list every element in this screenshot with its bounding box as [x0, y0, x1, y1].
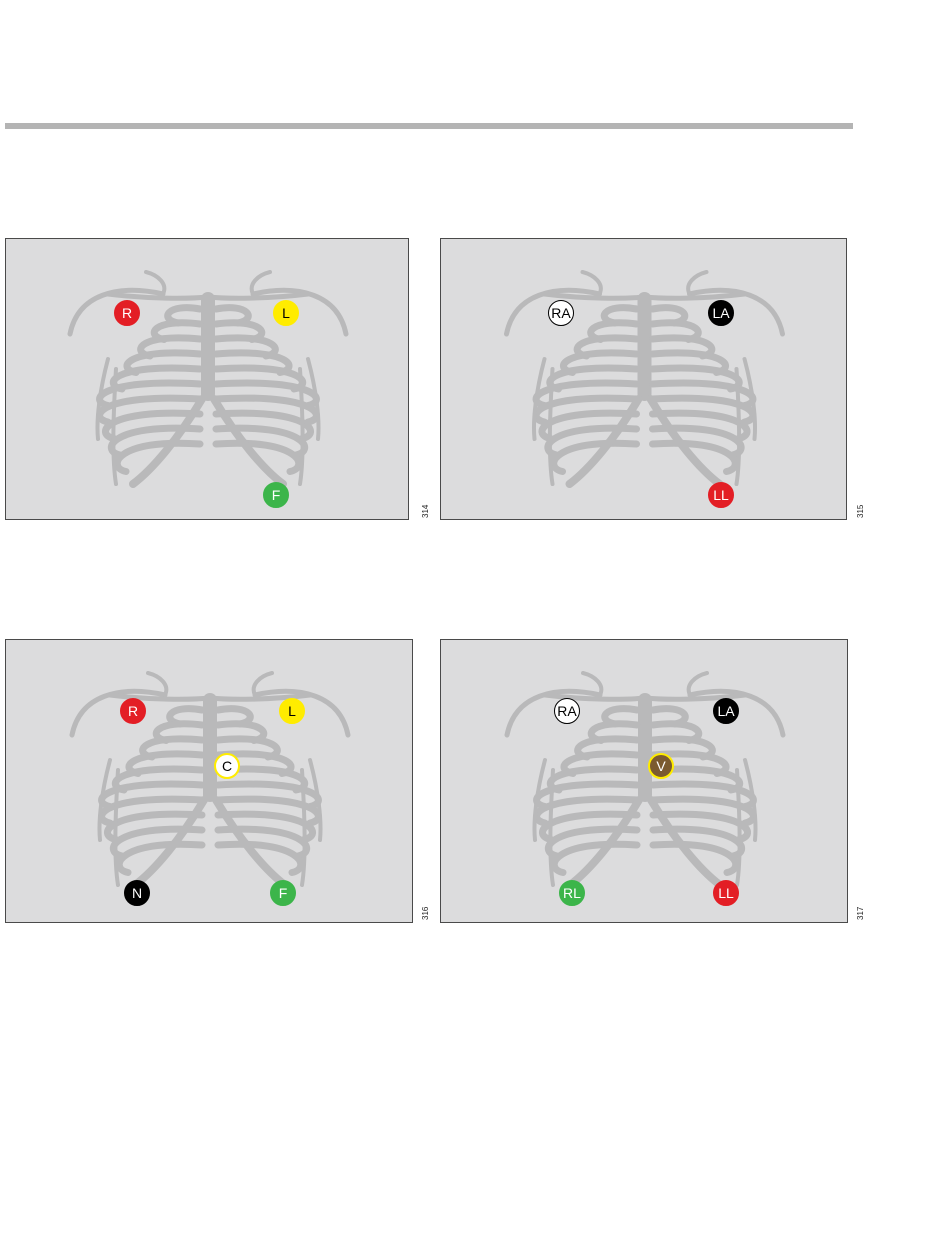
electrode-ll: LL: [713, 880, 739, 906]
electrode-la: LA: [708, 300, 734, 326]
ribcage-illustration: [6, 239, 409, 520]
header-rule: [5, 123, 853, 129]
figure-315-panel: RA LA LL: [440, 238, 847, 520]
figure-316-panel: R L C N F: [5, 639, 413, 923]
rib-shape: [113, 369, 116, 484]
figure-number-314: 314: [421, 505, 430, 518]
electrode-r: R: [114, 300, 140, 326]
figure-number-316: 316: [421, 907, 430, 920]
electrode-r: R: [120, 698, 146, 724]
rib-shape: [302, 770, 305, 885]
electrode-la: LA: [713, 698, 739, 724]
figure-314-panel: R L F: [5, 238, 409, 520]
rib-shape: [550, 369, 553, 484]
electrode-f: F: [263, 482, 289, 508]
electrode-v: V: [648, 753, 674, 779]
rib-shape: [737, 770, 740, 885]
figure-317-panel: RA LA V RL LL: [440, 639, 848, 923]
ribcage-illustration: [441, 640, 848, 923]
electrode-l: L: [273, 300, 299, 326]
electrode-ra: RA: [548, 300, 574, 326]
rib-shape: [300, 369, 303, 484]
electrode-l: L: [279, 698, 305, 724]
electrode-ll: LL: [708, 482, 734, 508]
electrode-rl: RL: [559, 880, 585, 906]
rib-shape: [115, 770, 118, 885]
electrode-ra: RA: [554, 698, 580, 724]
rib-shape: [550, 770, 553, 885]
ribcage-illustration: [6, 640, 413, 923]
figure-number-317: 317: [856, 907, 865, 920]
ribcage-illustration: [441, 239, 847, 520]
rib-shape: [737, 369, 740, 484]
electrode-n: N: [124, 880, 150, 906]
electrode-f: F: [270, 880, 296, 906]
electrode-c: C: [214, 753, 240, 779]
figure-number-315: 315: [856, 505, 865, 518]
